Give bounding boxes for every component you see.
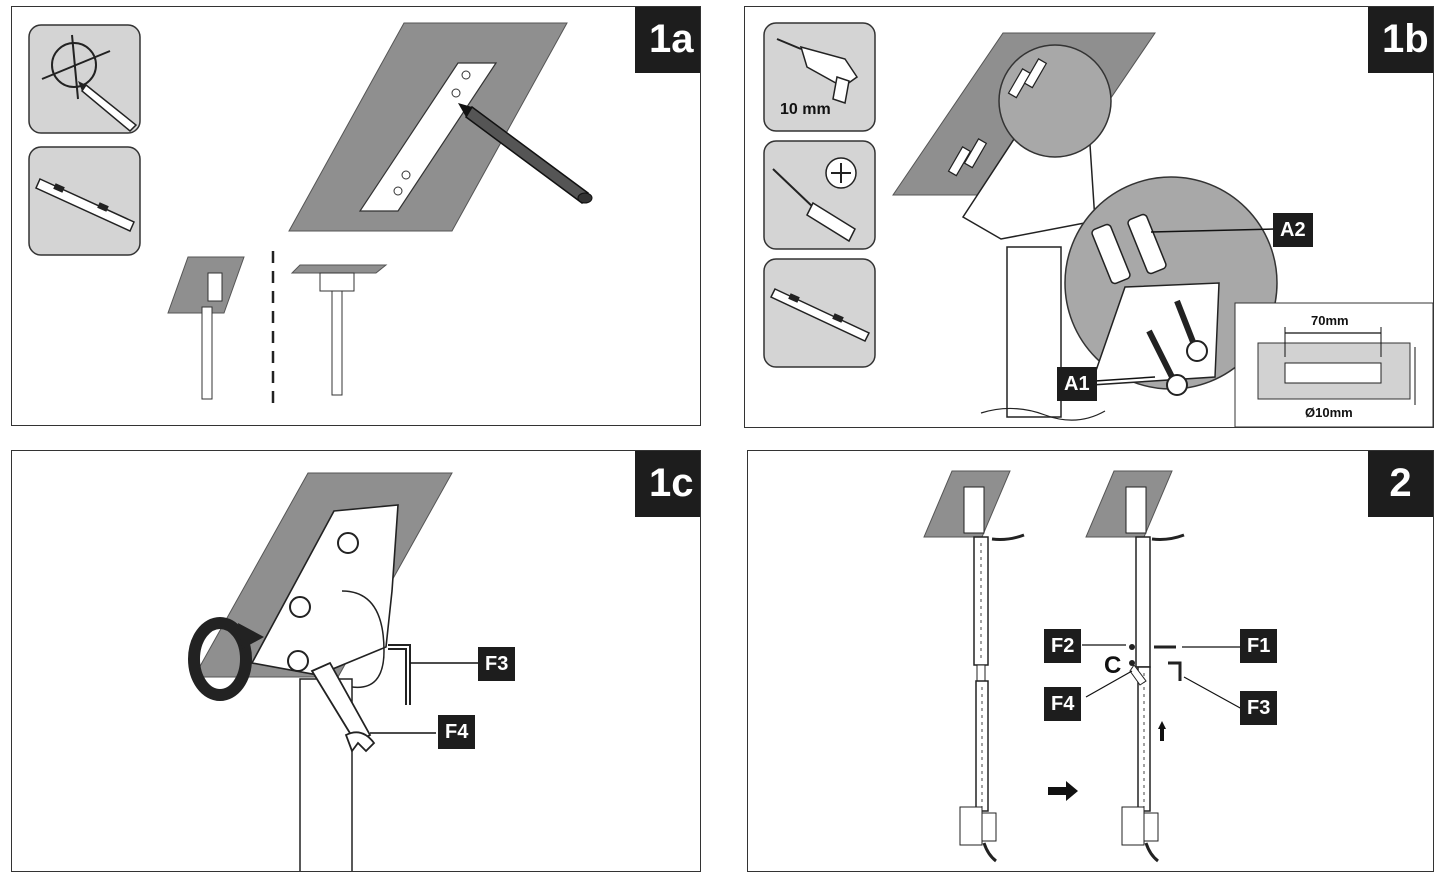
panel-1a: 1a — [11, 6, 701, 426]
drill-size-label: 10 mm — [780, 101, 831, 118]
drill-icon — [763, 22, 876, 132]
spirit-level-icon — [763, 258, 876, 368]
panel-1b: 1b 10 mm A2 A1 70mm Ø10mm — [744, 6, 1434, 428]
pole-assembly-before — [923, 470, 1025, 863]
label-f4: F4 — [438, 715, 476, 749]
label-f4: F4 — [1044, 687, 1082, 721]
ceiling-bracket — [250, 504, 399, 676]
drill-depth-detail — [1234, 302, 1433, 427]
sloped-ceiling-variant — [167, 256, 245, 400]
screw-a1 — [1146, 299, 1208, 396]
panel-2-illustration: C — [923, 470, 1243, 863]
label-f3: F3 — [1240, 691, 1278, 725]
drill-depth-value: 70mm — [1311, 313, 1349, 328]
label-a1: A1 — [1057, 367, 1097, 401]
label-a2: A2 — [1273, 213, 1313, 247]
detail-zoom-circle-top — [998, 44, 1112, 158]
next-arrow-icon — [1048, 781, 1078, 801]
wall-plug-a2 — [1091, 223, 1131, 285]
pole-assembly-after: C — [1085, 470, 1185, 863]
pencil-icon — [458, 103, 593, 205]
label-f1: F1 — [1240, 629, 1278, 663]
drill-diameter-value: Ø10mm — [1305, 405, 1353, 420]
mark-crosshair-pencil-icon — [28, 24, 141, 134]
spirit-level-icon — [28, 146, 141, 256]
phillips-screwdriver-icon — [763, 140, 876, 250]
rotate-symbol: C — [1104, 652, 1121, 679]
step-badge: 1c — [635, 451, 700, 517]
ceiling-pole — [1006, 246, 1062, 418]
wrench-icon — [310, 661, 376, 753]
ceiling-pole — [299, 678, 353, 871]
label-f3: F3 — [478, 647, 516, 681]
step-badge: 2 — [1368, 451, 1433, 517]
mounting-plate-template — [358, 62, 498, 212]
hex-key-icon — [388, 644, 411, 705]
step-badge: 1b — [1368, 7, 1433, 73]
rotation-arrow-icon — [188, 617, 264, 701]
wall-plug-a2-2 — [1127, 213, 1167, 275]
panel-1a-illustration — [28, 22, 593, 405]
label-f2: F2 — [1044, 629, 1082, 663]
panel-1c-illustration — [188, 472, 478, 871]
panel-1c: 1c F3 F4 — [11, 450, 701, 872]
step-badge: 1a — [635, 7, 700, 73]
flat-ceiling-variant — [290, 264, 388, 396]
panel-2: C 2 F2 F1 F4 F3 — [747, 450, 1434, 872]
panel-1b-illustration — [763, 22, 1433, 427]
